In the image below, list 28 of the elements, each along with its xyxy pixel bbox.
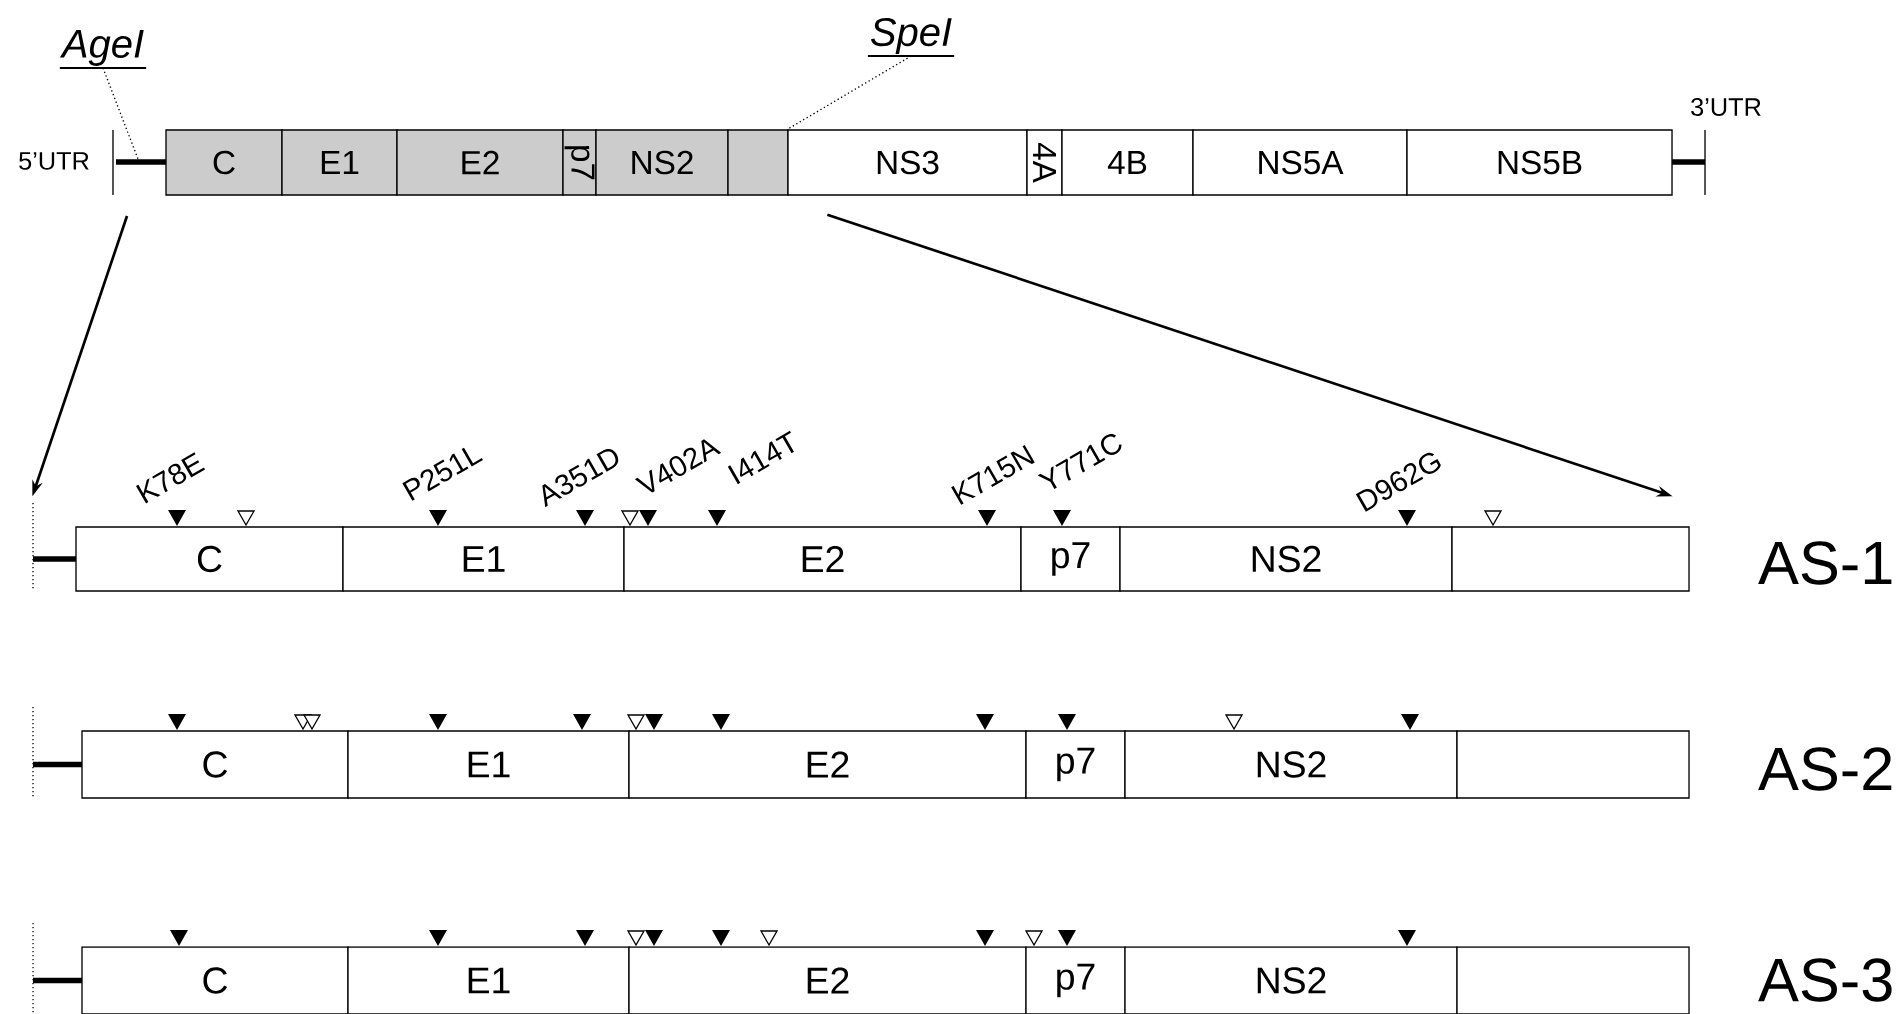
genome-segment: C [81,946,349,1014]
genome-segment: p7 [562,129,597,196]
restriction-site-label: SpeI [866,17,956,58]
genome-segment: E1 [347,946,630,1014]
genome-segment: NS5A [1192,129,1408,196]
leader-line [102,67,139,160]
genome-segment: C [81,730,349,799]
genome-segment [727,129,789,196]
strain-label: AS-3 [1758,958,1892,1002]
strain-label: AS-1 [1758,541,1892,585]
genome-segment [1456,946,1690,1014]
restriction-site-label: AgeI [58,30,148,69]
genome-segment: C [75,526,344,592]
genome-segment [1451,526,1690,592]
genome-segment: C [165,129,283,196]
leader-line [786,55,912,130]
genome-segment: E1 [342,526,625,592]
genome-segment: E1 [347,730,630,799]
genome-segment: NS5B [1406,129,1673,196]
utr-label: 3’UTR [1691,98,1761,116]
strain-label: AS-2 [1758,747,1892,791]
genome-segment: 4A [1026,129,1063,196]
genome-segment [1456,730,1690,799]
utr-label: 5’UTR [19,152,89,170]
genome-segment: E1 [281,129,398,196]
genome-segment: p7 [1025,730,1126,799]
genome-segment: p7 [1025,946,1126,1014]
genome-segment: p7 [1020,526,1121,592]
